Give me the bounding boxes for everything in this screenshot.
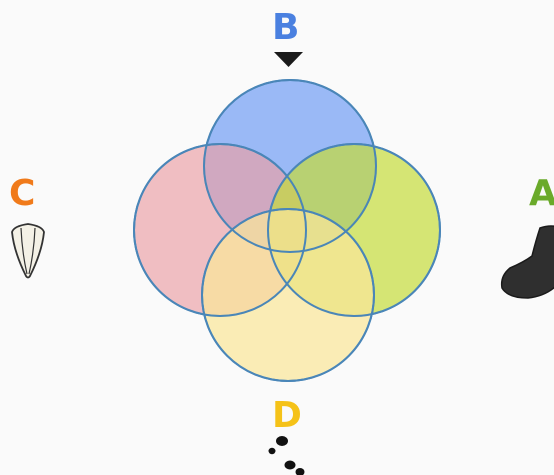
- label-a: A: [529, 173, 554, 214]
- label-d: D: [272, 395, 302, 436]
- label-b: B: [272, 7, 300, 48]
- down-triangle-marker-icon: [274, 52, 303, 67]
- circle-outlines: [133, 79, 441, 382]
- label-c: C: [9, 173, 36, 214]
- tooth-icon[interactable]: [11, 223, 45, 279]
- dotted-trail-icon[interactable]: [268, 436, 305, 475]
- dark-stone-icon[interactable]: [500, 225, 554, 299]
